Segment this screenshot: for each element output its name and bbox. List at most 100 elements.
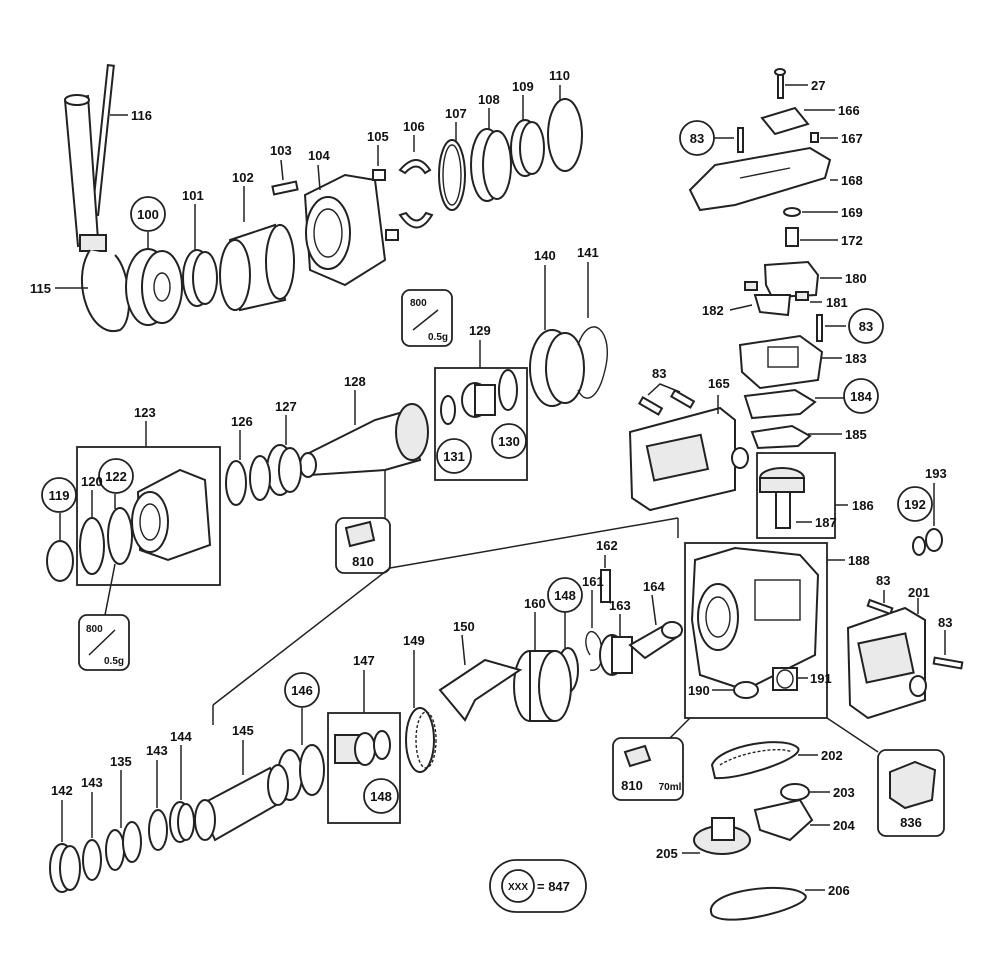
part-164-rod <box>628 594 683 660</box>
box-800b <box>78 614 130 671</box>
label-123: 123 <box>134 405 156 420</box>
circle-148a <box>547 577 583 613</box>
part-108-seal <box>470 108 512 202</box>
label-127: 127 <box>275 399 297 414</box>
label-191: 191 <box>810 671 832 686</box>
label-140: 140 <box>534 248 556 263</box>
legend-circle <box>501 869 535 903</box>
label-116: 116 <box>131 108 152 123</box>
label-185: 185 <box>845 427 867 442</box>
label-162: 162 <box>596 538 618 553</box>
part-169-oring <box>783 207 838 217</box>
part-202-chain <box>710 741 818 780</box>
part-183-cylinder-cover <box>738 334 842 390</box>
part-168-cover <box>688 146 838 212</box>
label-193: 193 <box>925 466 947 481</box>
part-123-housing <box>131 468 212 562</box>
part-172-valve <box>785 227 838 247</box>
label-163: 163 <box>609 598 631 613</box>
label-135: 135 <box>110 754 132 769</box>
label-145: 145 <box>232 723 254 738</box>
label-109: 109 <box>512 79 534 94</box>
part-142-ring <box>49 800 81 893</box>
label-146: 146 <box>291 683 313 698</box>
label-141: 141 <box>577 245 599 260</box>
label-143b: 143 <box>81 775 103 790</box>
grease-tube-b <box>623 744 652 768</box>
connector-long-a <box>389 517 679 569</box>
part-129-assembly <box>440 369 518 425</box>
label-122: 122 <box>105 469 127 484</box>
box-186 <box>756 452 836 539</box>
part-147-assembly <box>334 730 391 766</box>
label-119: 119 <box>49 488 70 503</box>
box-123 <box>76 446 221 586</box>
part-128-spindle <box>299 390 429 478</box>
part-145-piston <box>194 740 289 842</box>
part-185-gasket <box>750 424 842 450</box>
part-149-gear <box>405 650 437 773</box>
label-161: 161 <box>582 574 604 589</box>
part-109-ring <box>510 95 545 177</box>
part-116-rod <box>91 63 128 217</box>
label-188: 188 <box>848 553 870 568</box>
part-83-screw-b <box>816 314 846 342</box>
part-110-washer <box>547 85 583 172</box>
label-106: 106 <box>403 119 425 134</box>
label-83b: 83 <box>859 319 873 334</box>
part-180-block <box>729 260 842 317</box>
label-165: 165 <box>708 376 730 391</box>
circle-148b <box>363 778 399 814</box>
label-201: 201 <box>908 585 930 600</box>
label-115: 115 <box>30 281 51 296</box>
label-166: 166 <box>838 103 860 118</box>
part-119-washer <box>46 513 74 582</box>
part-135-washers <box>105 770 142 871</box>
part-204-bracket <box>753 798 830 842</box>
label-182: 182 <box>702 303 724 318</box>
label-148a: 148 <box>554 588 576 603</box>
part-105-pin <box>372 145 399 241</box>
circle-100 <box>130 196 166 232</box>
label-70ml: 70ml <box>659 782 682 793</box>
label-129: 129 <box>469 323 491 338</box>
circle-146 <box>284 672 320 708</box>
part-140-bearing <box>529 265 585 407</box>
legend-847: = 847 <box>537 879 570 894</box>
part-120-122-rings <box>79 490 133 575</box>
part-167-pin <box>810 132 838 143</box>
label-810a: 810 <box>352 554 374 569</box>
part-184-gasket <box>743 388 846 420</box>
label-183: 183 <box>845 351 867 366</box>
label-202: 202 <box>821 748 843 763</box>
part-106-clips <box>398 135 434 229</box>
label-142: 142 <box>51 783 73 798</box>
label-83c: 83 <box>652 366 666 381</box>
label-128: 128 <box>344 374 366 389</box>
part-127-ring <box>266 415 302 496</box>
part-165-switch-cover <box>628 395 749 512</box>
part-107-ring <box>438 122 466 211</box>
part-205-clutch <box>682 817 751 855</box>
part-126-washers <box>225 430 271 506</box>
circle-83b <box>848 308 884 344</box>
label-144: 144 <box>170 729 192 744</box>
label-104: 104 <box>308 148 330 163</box>
label-107: 107 <box>445 106 467 121</box>
label-101: 101 <box>182 188 204 203</box>
label-180: 180 <box>845 271 867 286</box>
part-836-tool <box>889 760 937 810</box>
circle-131 <box>436 438 472 474</box>
label-05g-b: 0.5g <box>104 656 124 667</box>
label-169: 169 <box>841 205 863 220</box>
part-103-screw <box>271 159 299 196</box>
label-164: 164 <box>643 579 665 594</box>
part-201-cover <box>846 598 927 720</box>
part-160-cylinder <box>513 612 572 722</box>
part-141-circlip <box>577 262 608 399</box>
part-83-screw-e <box>932 630 964 670</box>
connector-836 <box>826 717 879 753</box>
circle-122 <box>98 458 134 494</box>
label-800a: 800 <box>410 298 427 309</box>
